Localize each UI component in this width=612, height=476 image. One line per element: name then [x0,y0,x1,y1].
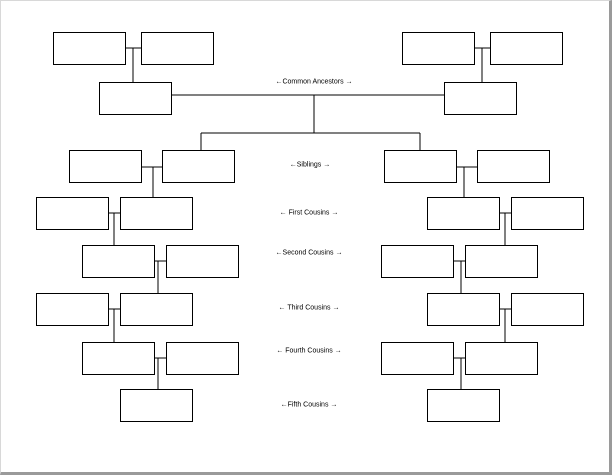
second-cousin-spouse-box-right[interactable] [381,245,454,278]
third-cousin-spouse-box-left[interactable] [120,293,193,326]
label-first-cousins: ← First Cousins → [279,209,339,217]
common-ancestor-box-right[interactable] [444,82,517,115]
third-cousin-box-right[interactable] [427,293,500,326]
first-cousin-spouse-box-right[interactable] [511,197,584,230]
common-ancestor-box-left[interactable] [99,82,172,115]
label-fifth-cousins: ←Fifth Cousins → [280,401,338,409]
sibling-box-right[interactable] [384,150,457,183]
fourth-cousin-spouse-box-left[interactable] [166,342,239,375]
first-cousin-spouse-box-left[interactable] [120,197,193,230]
ancestor-box-right-1[interactable] [402,32,475,65]
third-cousin-box-left[interactable] [36,293,109,326]
first-cousin-box-right[interactable] [427,197,500,230]
ancestor-box-left-2[interactable] [141,32,214,65]
sibling-spouse-box-right[interactable] [477,150,550,183]
sibling-spouse-box-left[interactable] [69,150,142,183]
ancestor-box-left-1[interactable] [53,32,126,65]
second-cousin-box-left[interactable] [82,245,155,278]
fifth-cousin-box-left[interactable] [120,389,193,422]
fourth-cousin-box-right[interactable] [465,342,538,375]
ancestor-box-right-2[interactable] [490,32,563,65]
fourth-cousin-box-left[interactable] [82,342,155,375]
label-siblings: ←Siblings → [289,161,331,169]
fourth-cousin-spouse-box-right[interactable] [381,342,454,375]
label-second-cousins: ←Second Cousins → [275,249,343,257]
third-cousin-spouse-box-right[interactable] [511,293,584,326]
fifth-cousin-box-right[interactable] [427,389,500,422]
sibling-box-left[interactable] [162,150,235,183]
second-cousin-box-right[interactable] [465,245,538,278]
first-cousin-box-left[interactable] [36,197,109,230]
label-common-ancestors: ←Common Ancestors → [275,78,353,86]
label-third-cousins: ← Third Cousins → [278,304,340,312]
second-cousin-spouse-box-left[interactable] [166,245,239,278]
label-fourth-cousins: ← Fourth Cousins → [276,347,342,355]
